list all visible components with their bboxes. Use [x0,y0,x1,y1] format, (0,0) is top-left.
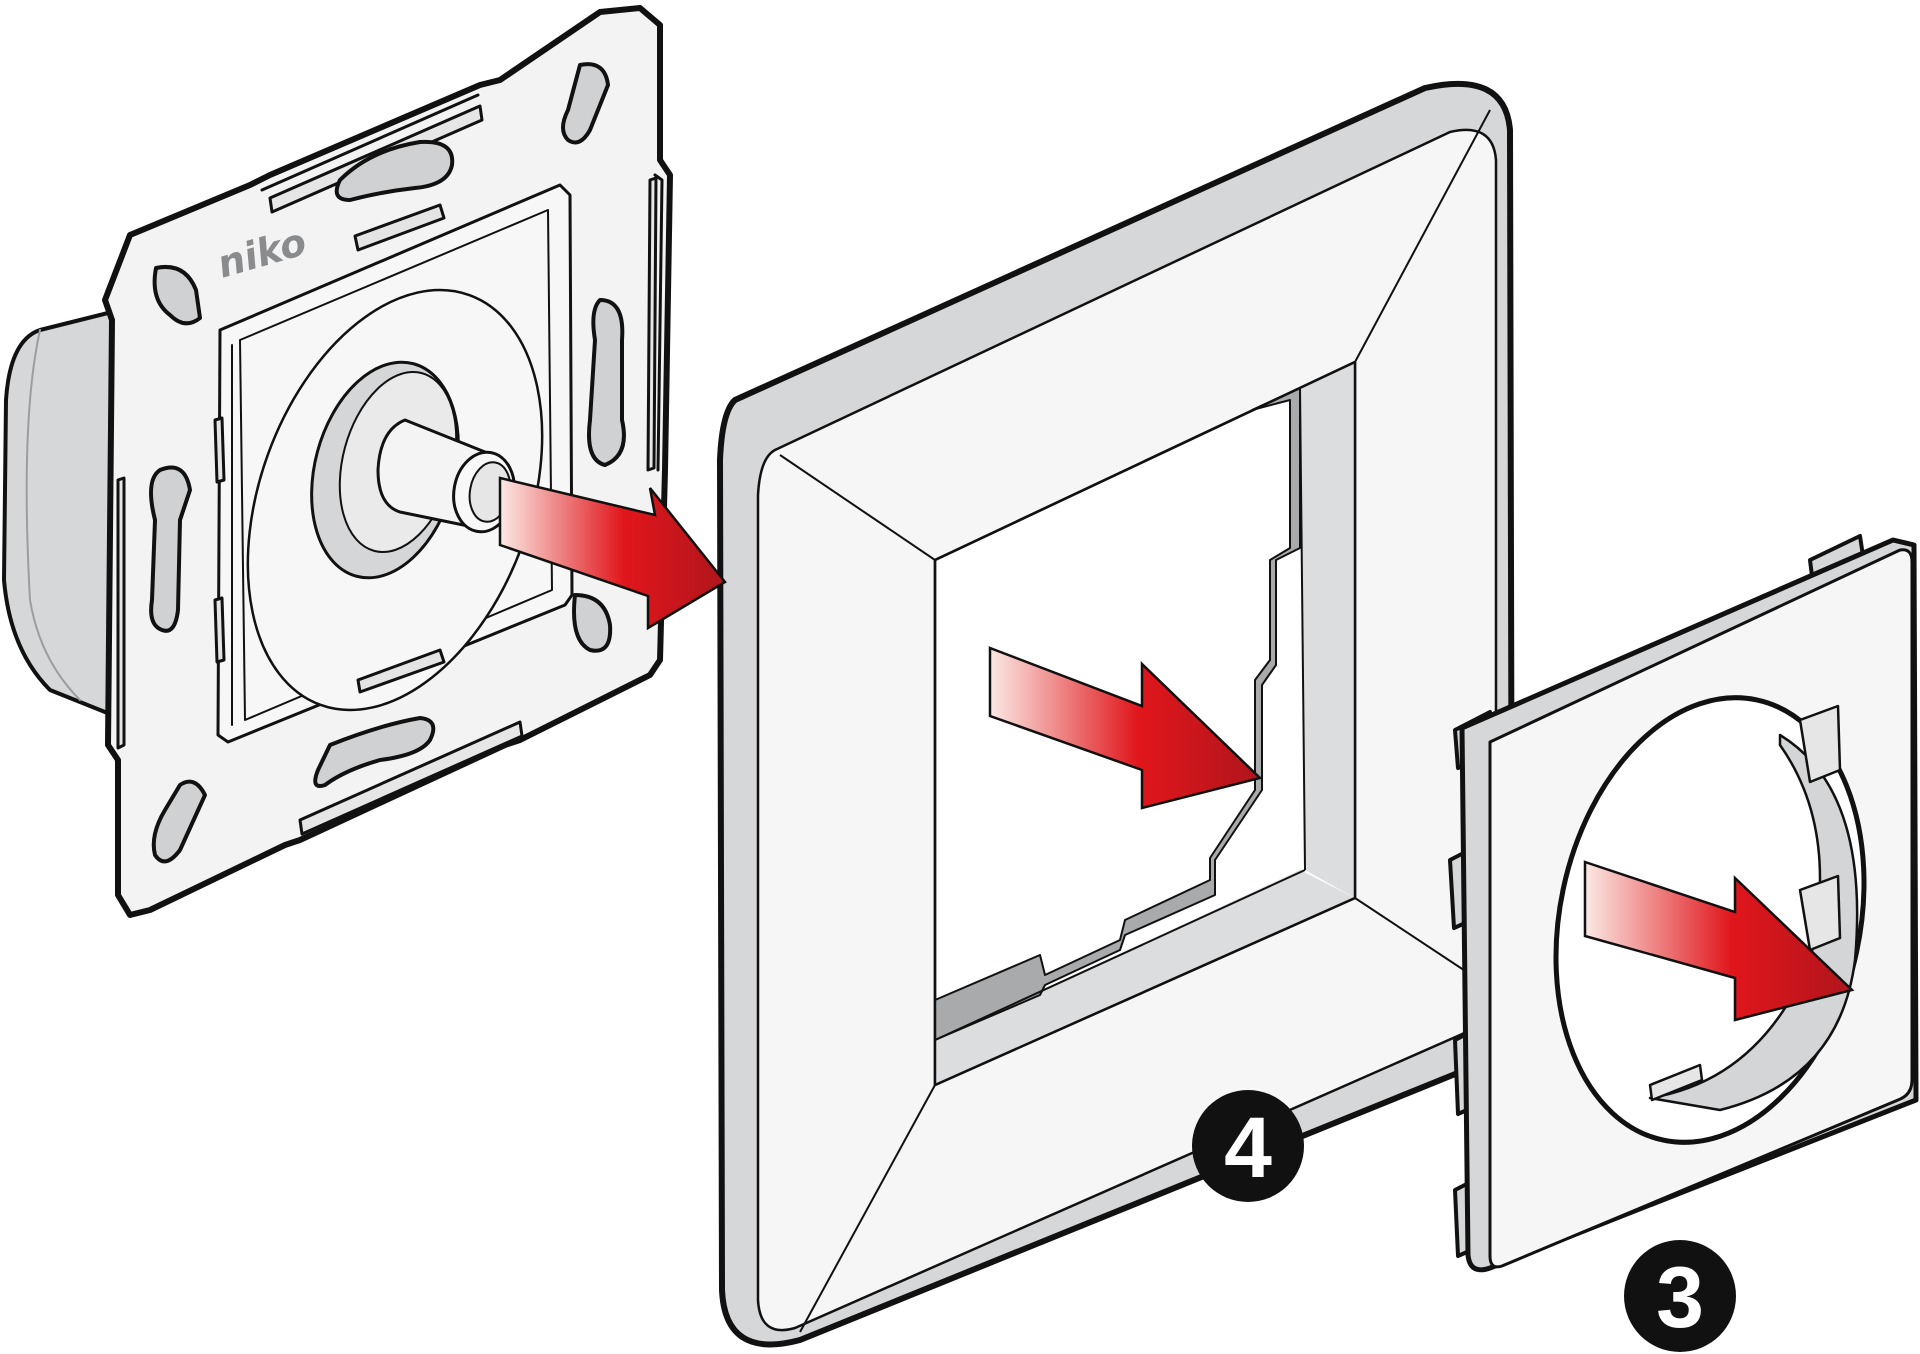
mounting-slot [572,593,613,653]
mounting-slot [334,139,455,202]
direction-arrows [498,476,1855,1022]
arrow-into-plate [1583,860,1855,1022]
dimmer-mechanism: niko [2,5,673,918]
step-badge-4: 4 [1192,1090,1304,1202]
mounting-slot [561,62,610,145]
mounting-slot [313,716,436,788]
mounting-slot [587,298,626,467]
center-plate [1448,534,1919,1273]
arrow-into-frame [988,646,1263,810]
step-badge-3: 3 [1624,1240,1736,1352]
mounting-slot [151,779,207,864]
step-number-4: 4 [1224,1100,1272,1196]
mounting-slot [152,265,202,326]
mounting-slot [149,465,192,633]
arrow-mechanism-to-frame [498,476,727,631]
step-number-3: 3 [1656,1250,1704,1346]
